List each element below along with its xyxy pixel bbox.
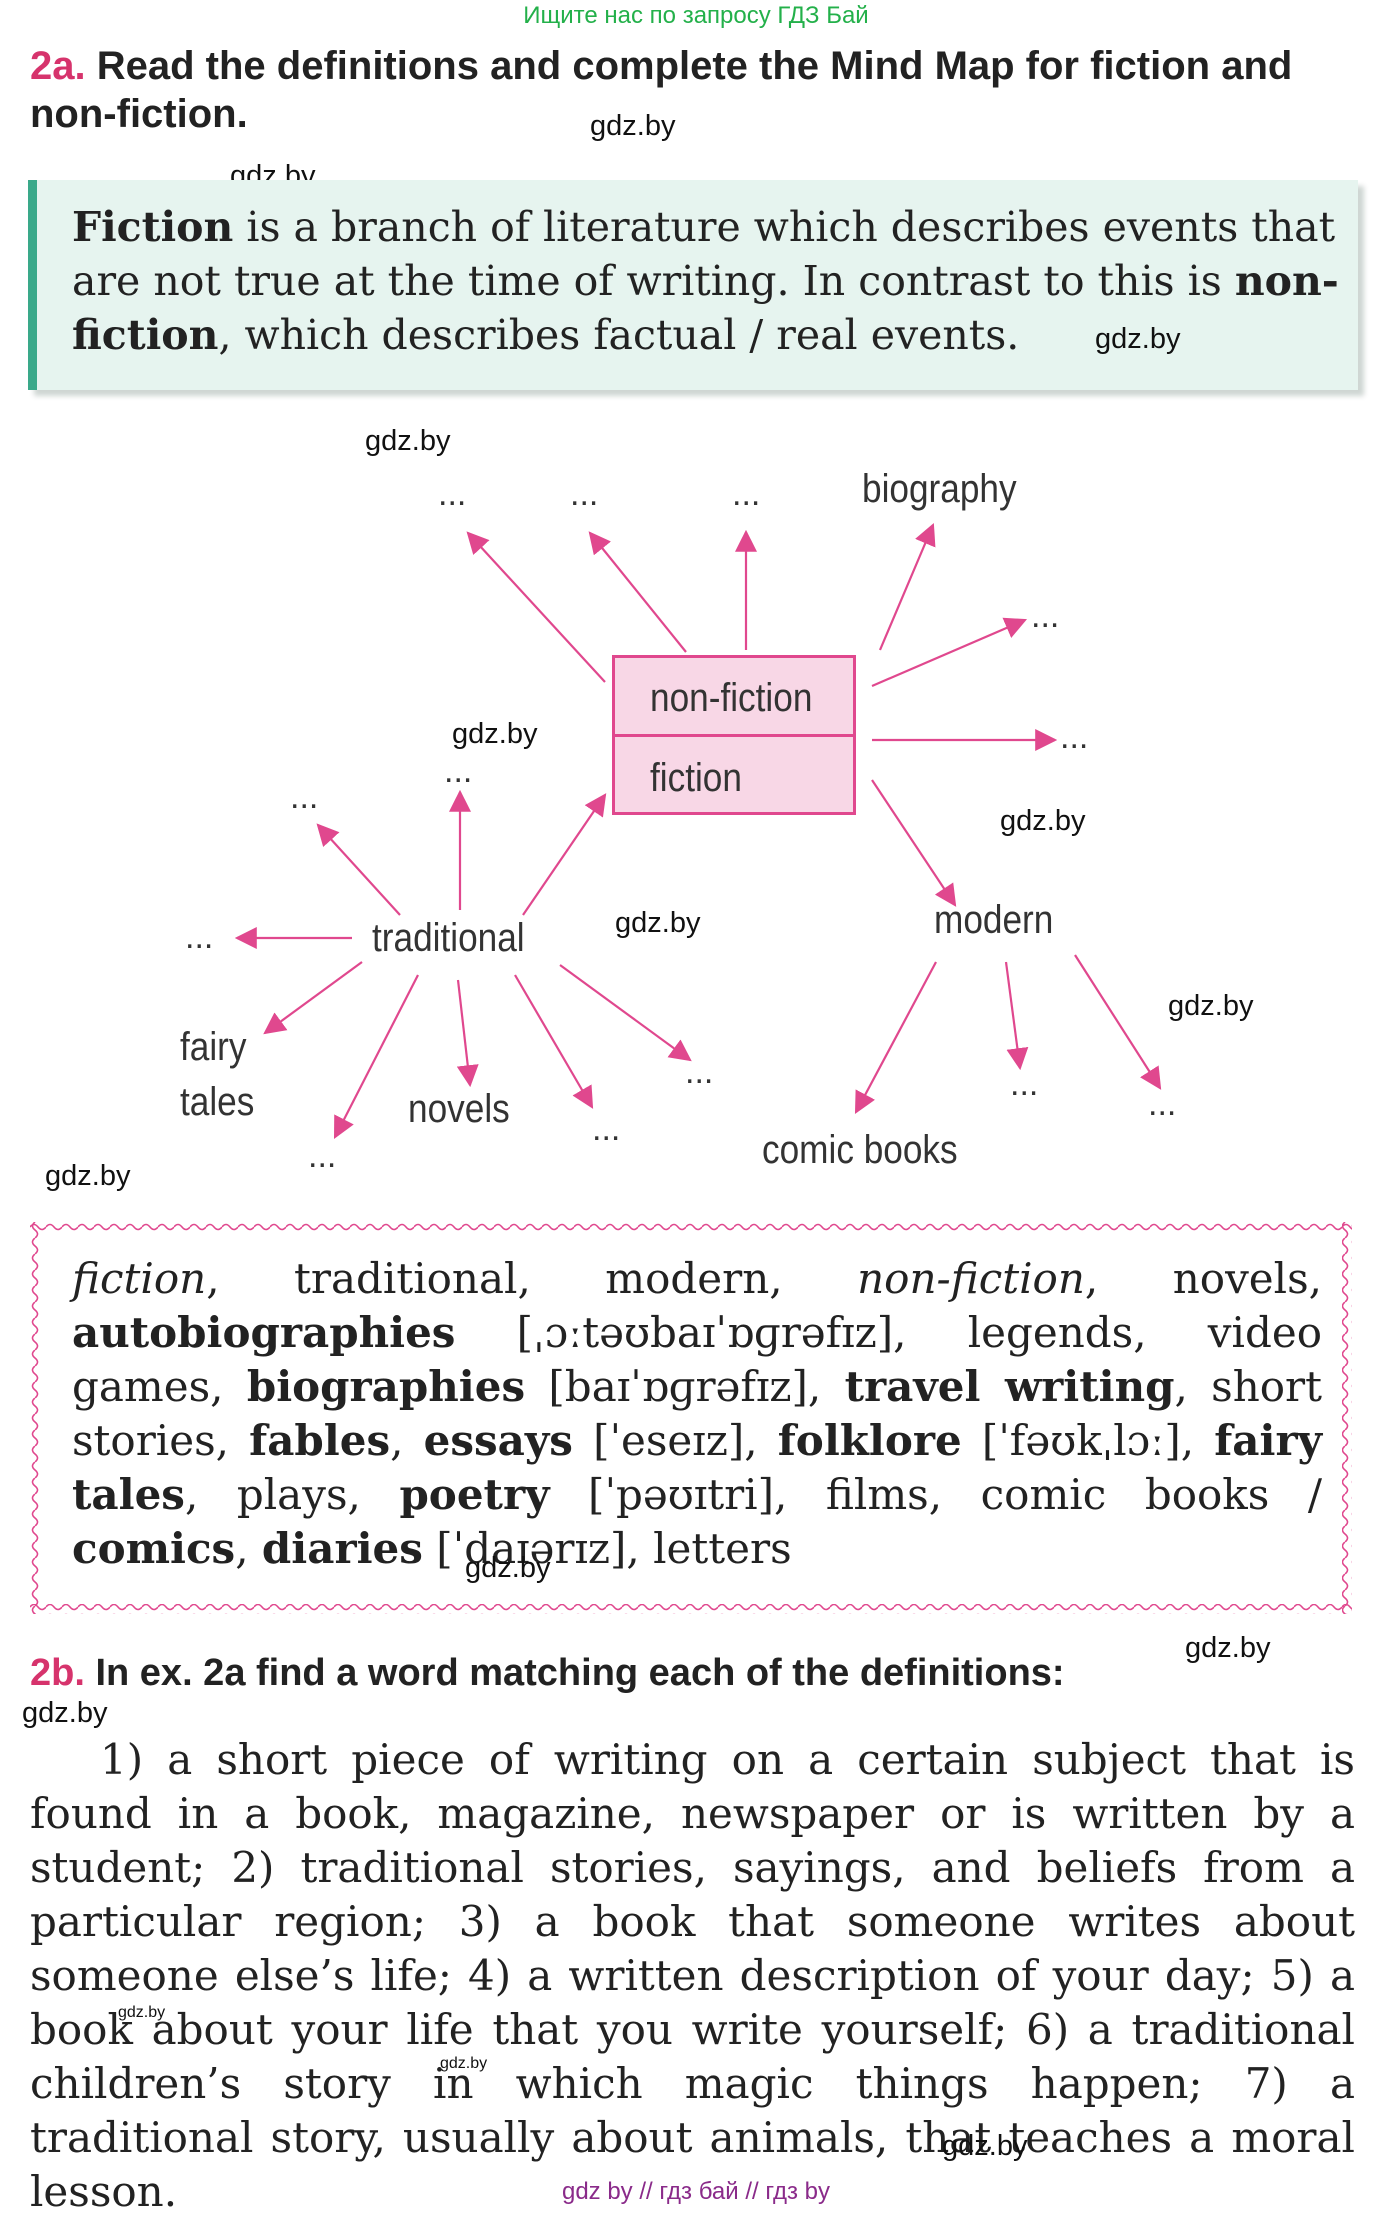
word-travel-writing: travel writing bbox=[844, 1362, 1175, 1411]
word-list-part: [baɪˈɒɡrəfɪz], bbox=[525, 1362, 845, 1411]
arrow bbox=[514, 974, 594, 1109]
label-fairy: fairy bbox=[180, 1025, 247, 1069]
term-non-fiction: non-fiction bbox=[72, 257, 1339, 359]
task-2b-number: 2b. bbox=[30, 1652, 85, 1694]
watermark: gdz.by bbox=[118, 2004, 166, 2021]
blank-placeholder: ... bbox=[308, 1137, 337, 1175]
word-poetry: poetry bbox=[399, 1470, 550, 1519]
watermark: gdz.by bbox=[452, 718, 538, 750]
task-2a-title: 2a. Read the definitions and complete th… bbox=[30, 42, 1370, 138]
definition-part-1: is a branch of literature which describe… bbox=[72, 203, 1336, 305]
task-2a-number: 2a. bbox=[30, 44, 86, 88]
blank-placeholder: ... bbox=[438, 475, 467, 513]
word-list-part: , plays, bbox=[184, 1470, 400, 1519]
word-list-part: [ˈdaɪərɪz], letters bbox=[422, 1524, 792, 1573]
word-list-box: fiction, traditional, modern, non-fictio… bbox=[30, 1222, 1352, 1614]
task-2b-text: In ex. 2a find a word matching each of t… bbox=[95, 1652, 1065, 1694]
arrow bbox=[466, 531, 606, 683]
watermark: gdz.by bbox=[590, 110, 676, 142]
blank-placeholder: ... bbox=[1010, 1065, 1039, 1103]
word-list-part: [ˈpəʊɪtri], films, comic books / bbox=[549, 1470, 1323, 1519]
watermark: gdz.by bbox=[1168, 990, 1254, 1022]
watermark: gdz.by bbox=[22, 1697, 108, 1729]
watermark: gdz.by bbox=[440, 2055, 488, 2072]
word-non-fiction: non-fiction bbox=[857, 1254, 1085, 1303]
watermark: gdz.by bbox=[465, 1552, 551, 1584]
blank-placeholder: ... bbox=[1148, 1085, 1177, 1123]
watermark: gdz.by bbox=[615, 907, 701, 939]
definition-text: Fiction is a branch of literature which … bbox=[72, 200, 1362, 362]
watermark: gdz.by bbox=[942, 2130, 1028, 2162]
blank-placeholder: ... bbox=[185, 918, 214, 956]
word-autobiographies: autobiographies bbox=[72, 1308, 456, 1357]
blank-placeholder: ... bbox=[732, 475, 761, 513]
word-list-part: [ˈfəʊkˌlɔː], bbox=[961, 1416, 1215, 1465]
word-fables: fables bbox=[249, 1416, 391, 1465]
label-traditional: traditional bbox=[372, 916, 525, 960]
arrow bbox=[1074, 954, 1162, 1090]
word-list-part: , bbox=[390, 1416, 424, 1465]
word-list-part: [ˈeseɪz], bbox=[572, 1416, 778, 1465]
blank-placeholder: ... bbox=[685, 1053, 714, 1091]
label-novels: novels bbox=[408, 1087, 510, 1131]
watermark: gdz.by bbox=[45, 1160, 131, 1192]
arrow bbox=[316, 823, 401, 916]
blank-placeholder: ... bbox=[570, 475, 599, 513]
blank-placeholder: ... bbox=[592, 1110, 621, 1148]
word-comics: comics bbox=[72, 1524, 236, 1573]
word-list-part: , novels, bbox=[1084, 1254, 1322, 1303]
arrow bbox=[456, 979, 479, 1088]
task-2b-title: 2b. In ex. 2a find a word matching each … bbox=[30, 1652, 1065, 1695]
term-fiction: Fiction bbox=[72, 203, 234, 251]
blank-placeholder: ... bbox=[1060, 718, 1089, 756]
arrow bbox=[559, 964, 692, 1062]
label-fiction: fiction bbox=[650, 756, 742, 800]
blank-placeholder: ... bbox=[290, 778, 319, 816]
word-fiction: fiction bbox=[72, 1254, 207, 1303]
arrow bbox=[878, 522, 936, 651]
arrow bbox=[263, 961, 363, 1035]
top-banner: Ищите нас по запросу ГДЗ Бай bbox=[523, 2, 869, 29]
watermark: gdz.by bbox=[365, 425, 451, 457]
arrow bbox=[871, 779, 957, 907]
word-list-text: fiction, traditional, modern, non-fictio… bbox=[72, 1252, 1322, 1576]
wavy-border bbox=[30, 1222, 1352, 1614]
label-non-fiction: non-fiction bbox=[650, 676, 813, 720]
word-list-part: [ˌɔːtəʊbaɪˈɒɡrəfɪz], legends, video game… bbox=[72, 1308, 1322, 1411]
label-comic-books: comic books bbox=[762, 1128, 958, 1172]
bottom-banner: gdz by // гдз бай // гдз by bbox=[561, 2178, 831, 2205]
definition-part-2: , which describes factual / real events. bbox=[218, 311, 1020, 359]
center-divider bbox=[615, 734, 853, 737]
watermark: gdz.by bbox=[1000, 805, 1086, 837]
arrow bbox=[871, 617, 1028, 688]
arrow bbox=[1004, 961, 1029, 1071]
arrow bbox=[854, 961, 937, 1114]
definition-box: Fiction is a branch of literature which … bbox=[28, 180, 1358, 390]
word-list-part: , bbox=[235, 1524, 262, 1573]
arrow bbox=[522, 793, 607, 916]
task-2b-definitions: 1) a short piece of writing on a certain… bbox=[30, 1735, 1355, 2216]
label-biography: biography bbox=[862, 467, 1017, 511]
word-list-part: , traditional, modern, bbox=[206, 1254, 858, 1303]
arrow bbox=[588, 531, 687, 653]
word-fairy-tales: fairy tales bbox=[72, 1416, 1323, 1519]
word-list-part: , short stories, bbox=[72, 1362, 1322, 1465]
label-tales: tales bbox=[180, 1080, 255, 1124]
label-modern: modern bbox=[934, 898, 1054, 942]
word-diaries: diaries bbox=[261, 1524, 423, 1573]
blank-placeholder: ... bbox=[1031, 597, 1060, 635]
center-box bbox=[612, 655, 856, 815]
arrow bbox=[333, 974, 419, 1139]
word-essays: essays bbox=[423, 1416, 573, 1465]
word-folklore: folklore bbox=[777, 1416, 962, 1465]
watermark: gdz.by bbox=[1185, 1632, 1271, 1664]
task-2a-text: Read the definitions and complete the Mi… bbox=[30, 44, 1293, 136]
watermark: gdz.by bbox=[1095, 323, 1181, 355]
blank-placeholder: ... bbox=[444, 752, 473, 790]
word-biographies: biographies bbox=[246, 1362, 526, 1411]
